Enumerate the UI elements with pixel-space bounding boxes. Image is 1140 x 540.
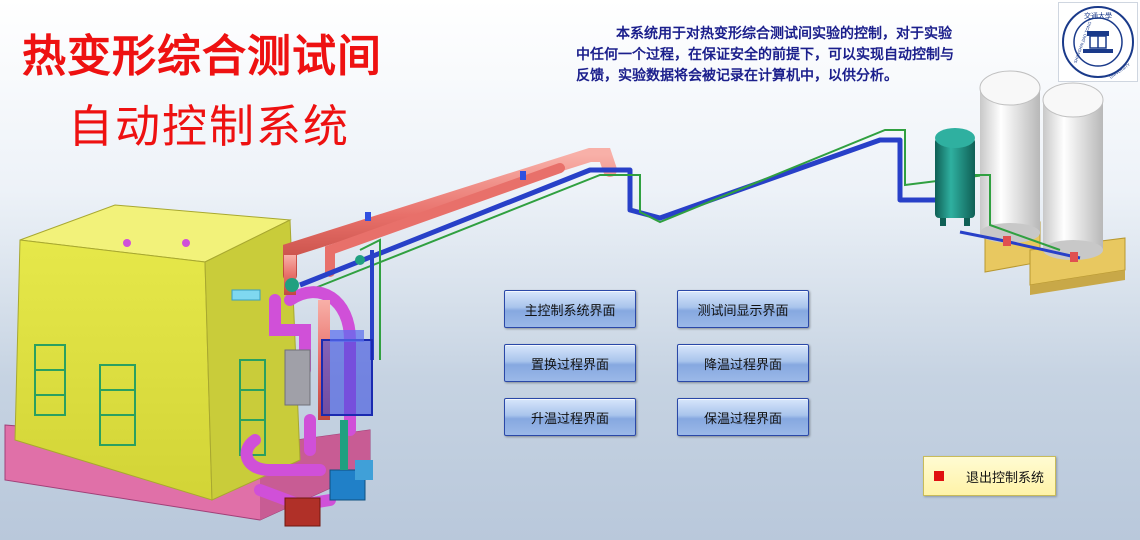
- university-logo-icon: 交通大學 SHANGHAI JIAO TONG UNIVERSITY: [1058, 2, 1138, 82]
- pipe-network: [283, 129, 986, 360]
- holding-process-button[interactable]: 保温过程界面: [677, 398, 809, 436]
- process-equipment: [240, 255, 373, 527]
- storage-tanks: [935, 70, 1126, 295]
- page-subtitle: 自动控制系统: [68, 100, 351, 153]
- exit-system-button[interactable]: 退出控制系统: [923, 456, 1056, 496]
- exit-system-label: 退出控制系统: [966, 470, 1045, 486]
- white-tank-2: [1043, 100, 1103, 250]
- system-description: 本系统用于对热变形综合测试间实验的控制，对于实验中任何一个过程，在保证安全的前提…: [576, 26, 954, 84]
- heating-process-button[interactable]: 升温过程界面: [504, 398, 636, 436]
- motor: [284, 497, 321, 527]
- test-room-display-button[interactable]: 测试间显示界面: [677, 290, 809, 328]
- cooling-process-button[interactable]: 降温过程界面: [677, 344, 809, 382]
- replacement-process-button[interactable]: 置换过程界面: [504, 344, 636, 382]
- heat-exchanger: [321, 339, 373, 416]
- teal-tank: [935, 138, 975, 218]
- page-title: 热变形综合测试间: [22, 31, 382, 82]
- logo-seal-text: 交通大學: [1084, 11, 1112, 20]
- main-control-button[interactable]: 主控制系统界面: [504, 290, 636, 328]
- exit-indicator-icon: [934, 471, 944, 481]
